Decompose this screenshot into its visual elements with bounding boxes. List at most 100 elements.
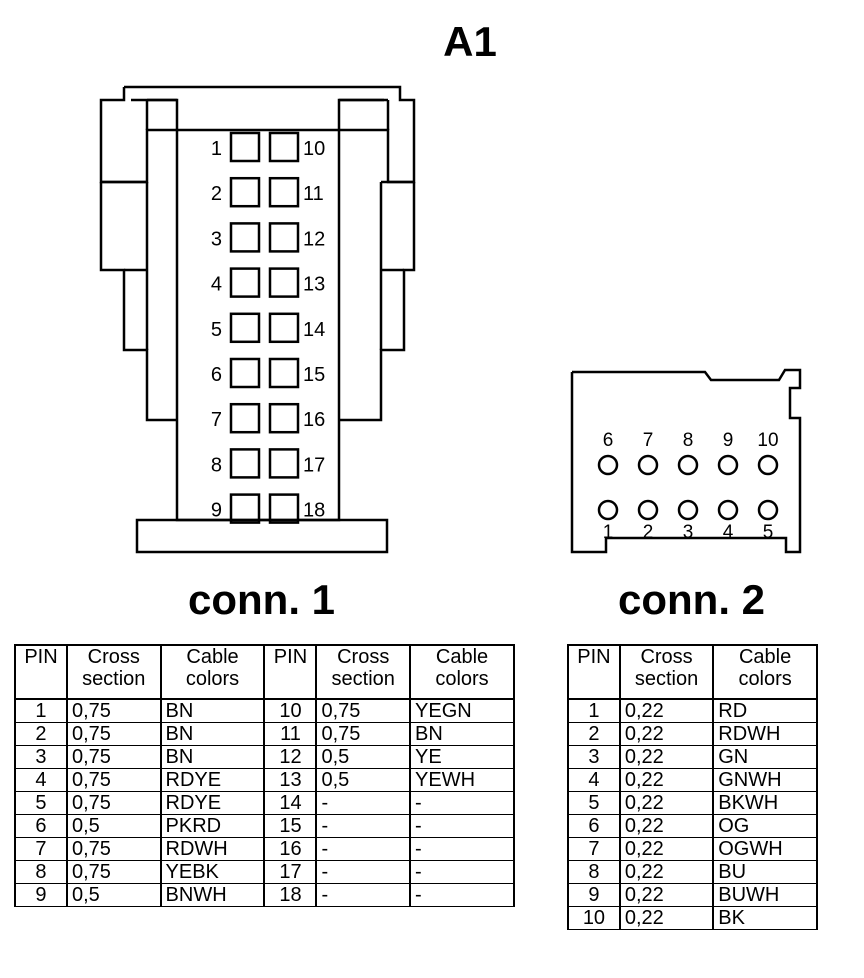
cross-section-cell: - <box>315 860 412 884</box>
pin-label: 14 <box>303 319 325 341</box>
pin-slot <box>229 176 261 208</box>
pin-label: 5 <box>211 319 222 341</box>
connector-1-title: conn. 1 <box>188 576 336 623</box>
pin-cell: 7 <box>567 837 621 861</box>
pin-label: 16 <box>303 409 325 431</box>
cross-section-cell: 0,5 <box>65 814 162 838</box>
pin-label: 2 <box>211 183 222 205</box>
pin-cell: 17 <box>263 860 318 884</box>
pin-slot <box>268 493 300 524</box>
cross-section-cell: 0,22 <box>618 814 715 838</box>
pin-cell: 9 <box>567 883 621 907</box>
pin-slot <box>229 222 261 253</box>
pin-slot <box>229 402 261 434</box>
cross-section-cell: 0,75 <box>65 768 162 792</box>
cable-color-cell: - <box>409 814 515 838</box>
pin-slot <box>268 222 300 253</box>
pin-slot <box>268 131 300 163</box>
pin-label: 7 <box>643 430 654 451</box>
pin-slot <box>229 131 261 163</box>
cable-color-cell: YEGN <box>409 698 515 723</box>
pin-hole <box>597 454 619 476</box>
pin-cell: 1 <box>567 698 621 723</box>
cable-color-cell: RDWH <box>712 722 818 746</box>
cable-color-cell: - <box>409 837 515 861</box>
page-title: A1 <box>443 18 497 65</box>
connector-2-title: conn. 2 <box>618 576 766 623</box>
cable-color-cell: YE <box>409 745 515 769</box>
pin-label: 8 <box>683 430 694 451</box>
pin-cell: 6 <box>14 814 68 838</box>
pin-cell: 4 <box>14 768 68 792</box>
cross-section-cell: 0,5 <box>65 883 162 907</box>
cable-color-cell: GN <box>712 745 818 769</box>
pin-label: 17 <box>303 454 325 476</box>
pin-cell: 5 <box>14 791 68 815</box>
cross-section-cell: 0,22 <box>618 722 715 746</box>
cross-section-cell: 0,22 <box>618 883 715 907</box>
pin-label: 8 <box>211 454 222 476</box>
pin-slot <box>229 448 261 479</box>
pin-slot <box>268 267 300 298</box>
pin-label: 6 <box>603 430 614 451</box>
pin-label: 1 <box>603 522 614 543</box>
pin-label: 12 <box>303 228 325 250</box>
pin-cell: 11 <box>263 722 318 746</box>
pin-label: 11 <box>303 183 324 205</box>
pin-cell: 1 <box>14 698 68 723</box>
cross-section-cell: 0,75 <box>315 722 412 746</box>
cable-colors-header: Cable colors <box>712 644 818 700</box>
pin-cell: 2 <box>14 722 68 746</box>
pin-cell: 12 <box>263 745 318 769</box>
pin-header: PIN <box>14 644 68 700</box>
pin-label: 15 <box>303 364 325 386</box>
cross-section-cell: 0,22 <box>618 860 715 884</box>
pin-label: 4 <box>211 274 222 296</box>
cross-section-header: Cross section <box>315 644 412 700</box>
pin-hole <box>717 499 739 521</box>
pin-slot <box>229 357 261 389</box>
pin-label: 1 <box>211 138 222 160</box>
pin-slot <box>229 312 261 344</box>
pin-slot <box>229 493 261 524</box>
pin-label: 3 <box>211 228 222 250</box>
pin-label: 7 <box>211 409 222 431</box>
pin-cell: 15 <box>263 814 318 838</box>
pin-hole <box>637 454 659 476</box>
cross-section-cell: 0,22 <box>618 768 715 792</box>
pin-label: 4 <box>723 522 734 543</box>
cable-color-cell: - <box>409 860 515 884</box>
cable-color-cell: RDWH <box>159 837 266 861</box>
pin-label: 2 <box>643 522 654 543</box>
pin-cell: 3 <box>567 745 621 769</box>
cable-color-cell: BN <box>159 722 266 746</box>
cable-color-cell: BNWH <box>159 883 266 907</box>
cable-color-cell: RDYE <box>159 791 266 815</box>
pin-label: 10 <box>757 430 778 451</box>
pin-header: PIN <box>263 644 318 700</box>
pin-hole <box>677 454 699 476</box>
cross-section-cell: - <box>315 791 412 815</box>
cable-color-cell: GNWH <box>712 768 818 792</box>
cross-section-cell: 0,22 <box>618 745 715 769</box>
cable-color-cell: RDYE <box>159 768 266 792</box>
cable-colors-header: Cable colors <box>409 644 515 700</box>
pin-label: 13 <box>303 274 325 296</box>
cable-color-cell: BUWH <box>712 883 818 907</box>
pin-cell: 5 <box>567 791 621 815</box>
cable-color-cell: BK <box>712 906 818 930</box>
pin-label: 18 <box>303 500 325 522</box>
pin-cell: 10 <box>567 906 621 930</box>
